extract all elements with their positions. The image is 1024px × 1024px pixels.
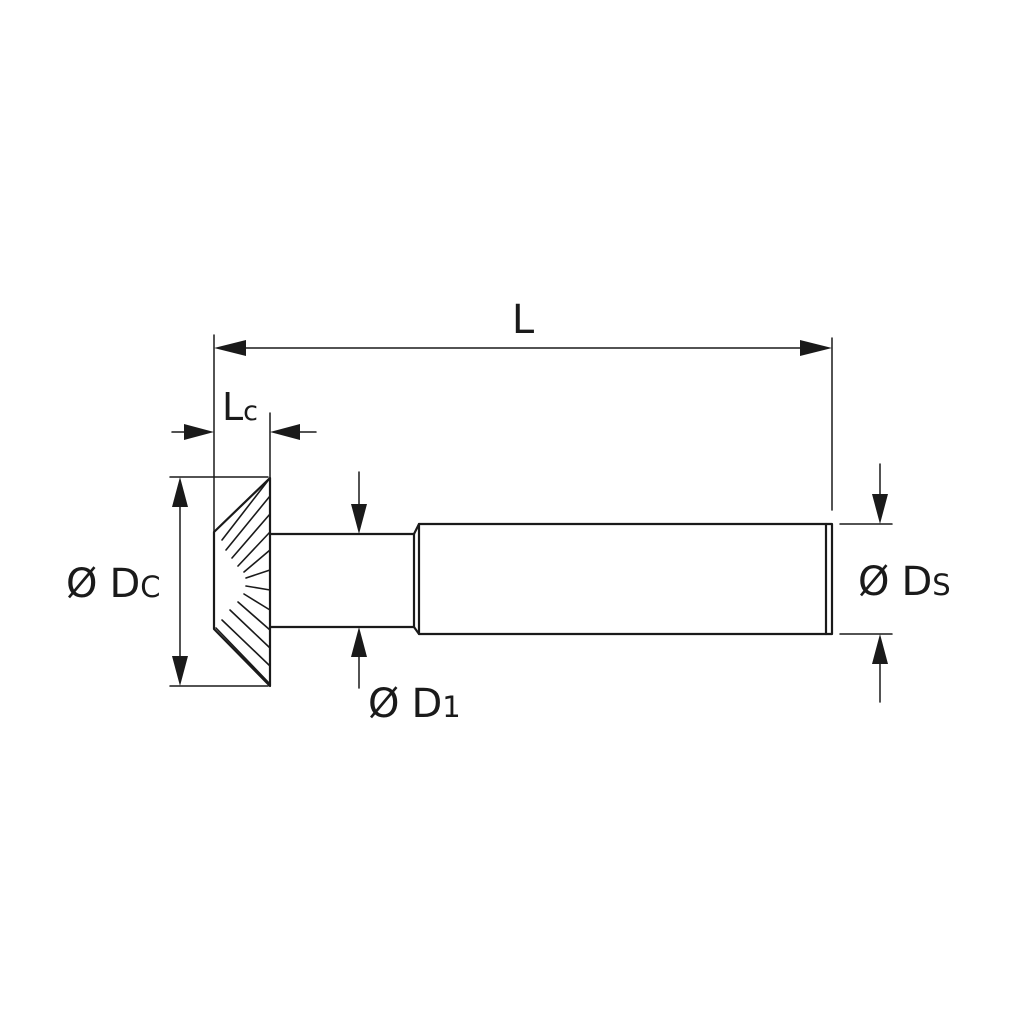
arrowheads — [172, 340, 888, 686]
arrow-lc-left — [184, 424, 214, 440]
label-l: L — [512, 297, 535, 343]
shank — [412, 522, 834, 636]
cutter-teeth — [215, 477, 271, 685]
arrow-ds-top — [872, 494, 888, 524]
arrow-lc-right — [270, 424, 300, 440]
arrow-l-right — [800, 340, 832, 356]
label-lc: Lc — [222, 385, 258, 429]
extension-lines — [169, 334, 893, 687]
arrow-ds-bottom — [872, 634, 888, 664]
neck — [268, 532, 416, 629]
arrow-d1-top — [351, 504, 367, 534]
arrow-d1-bottom — [351, 627, 367, 657]
arrow-dc-bottom — [172, 656, 188, 686]
arrow-l-left — [214, 340, 246, 356]
arrow-dc-top — [172, 477, 188, 507]
cutter-head — [212, 476, 272, 688]
